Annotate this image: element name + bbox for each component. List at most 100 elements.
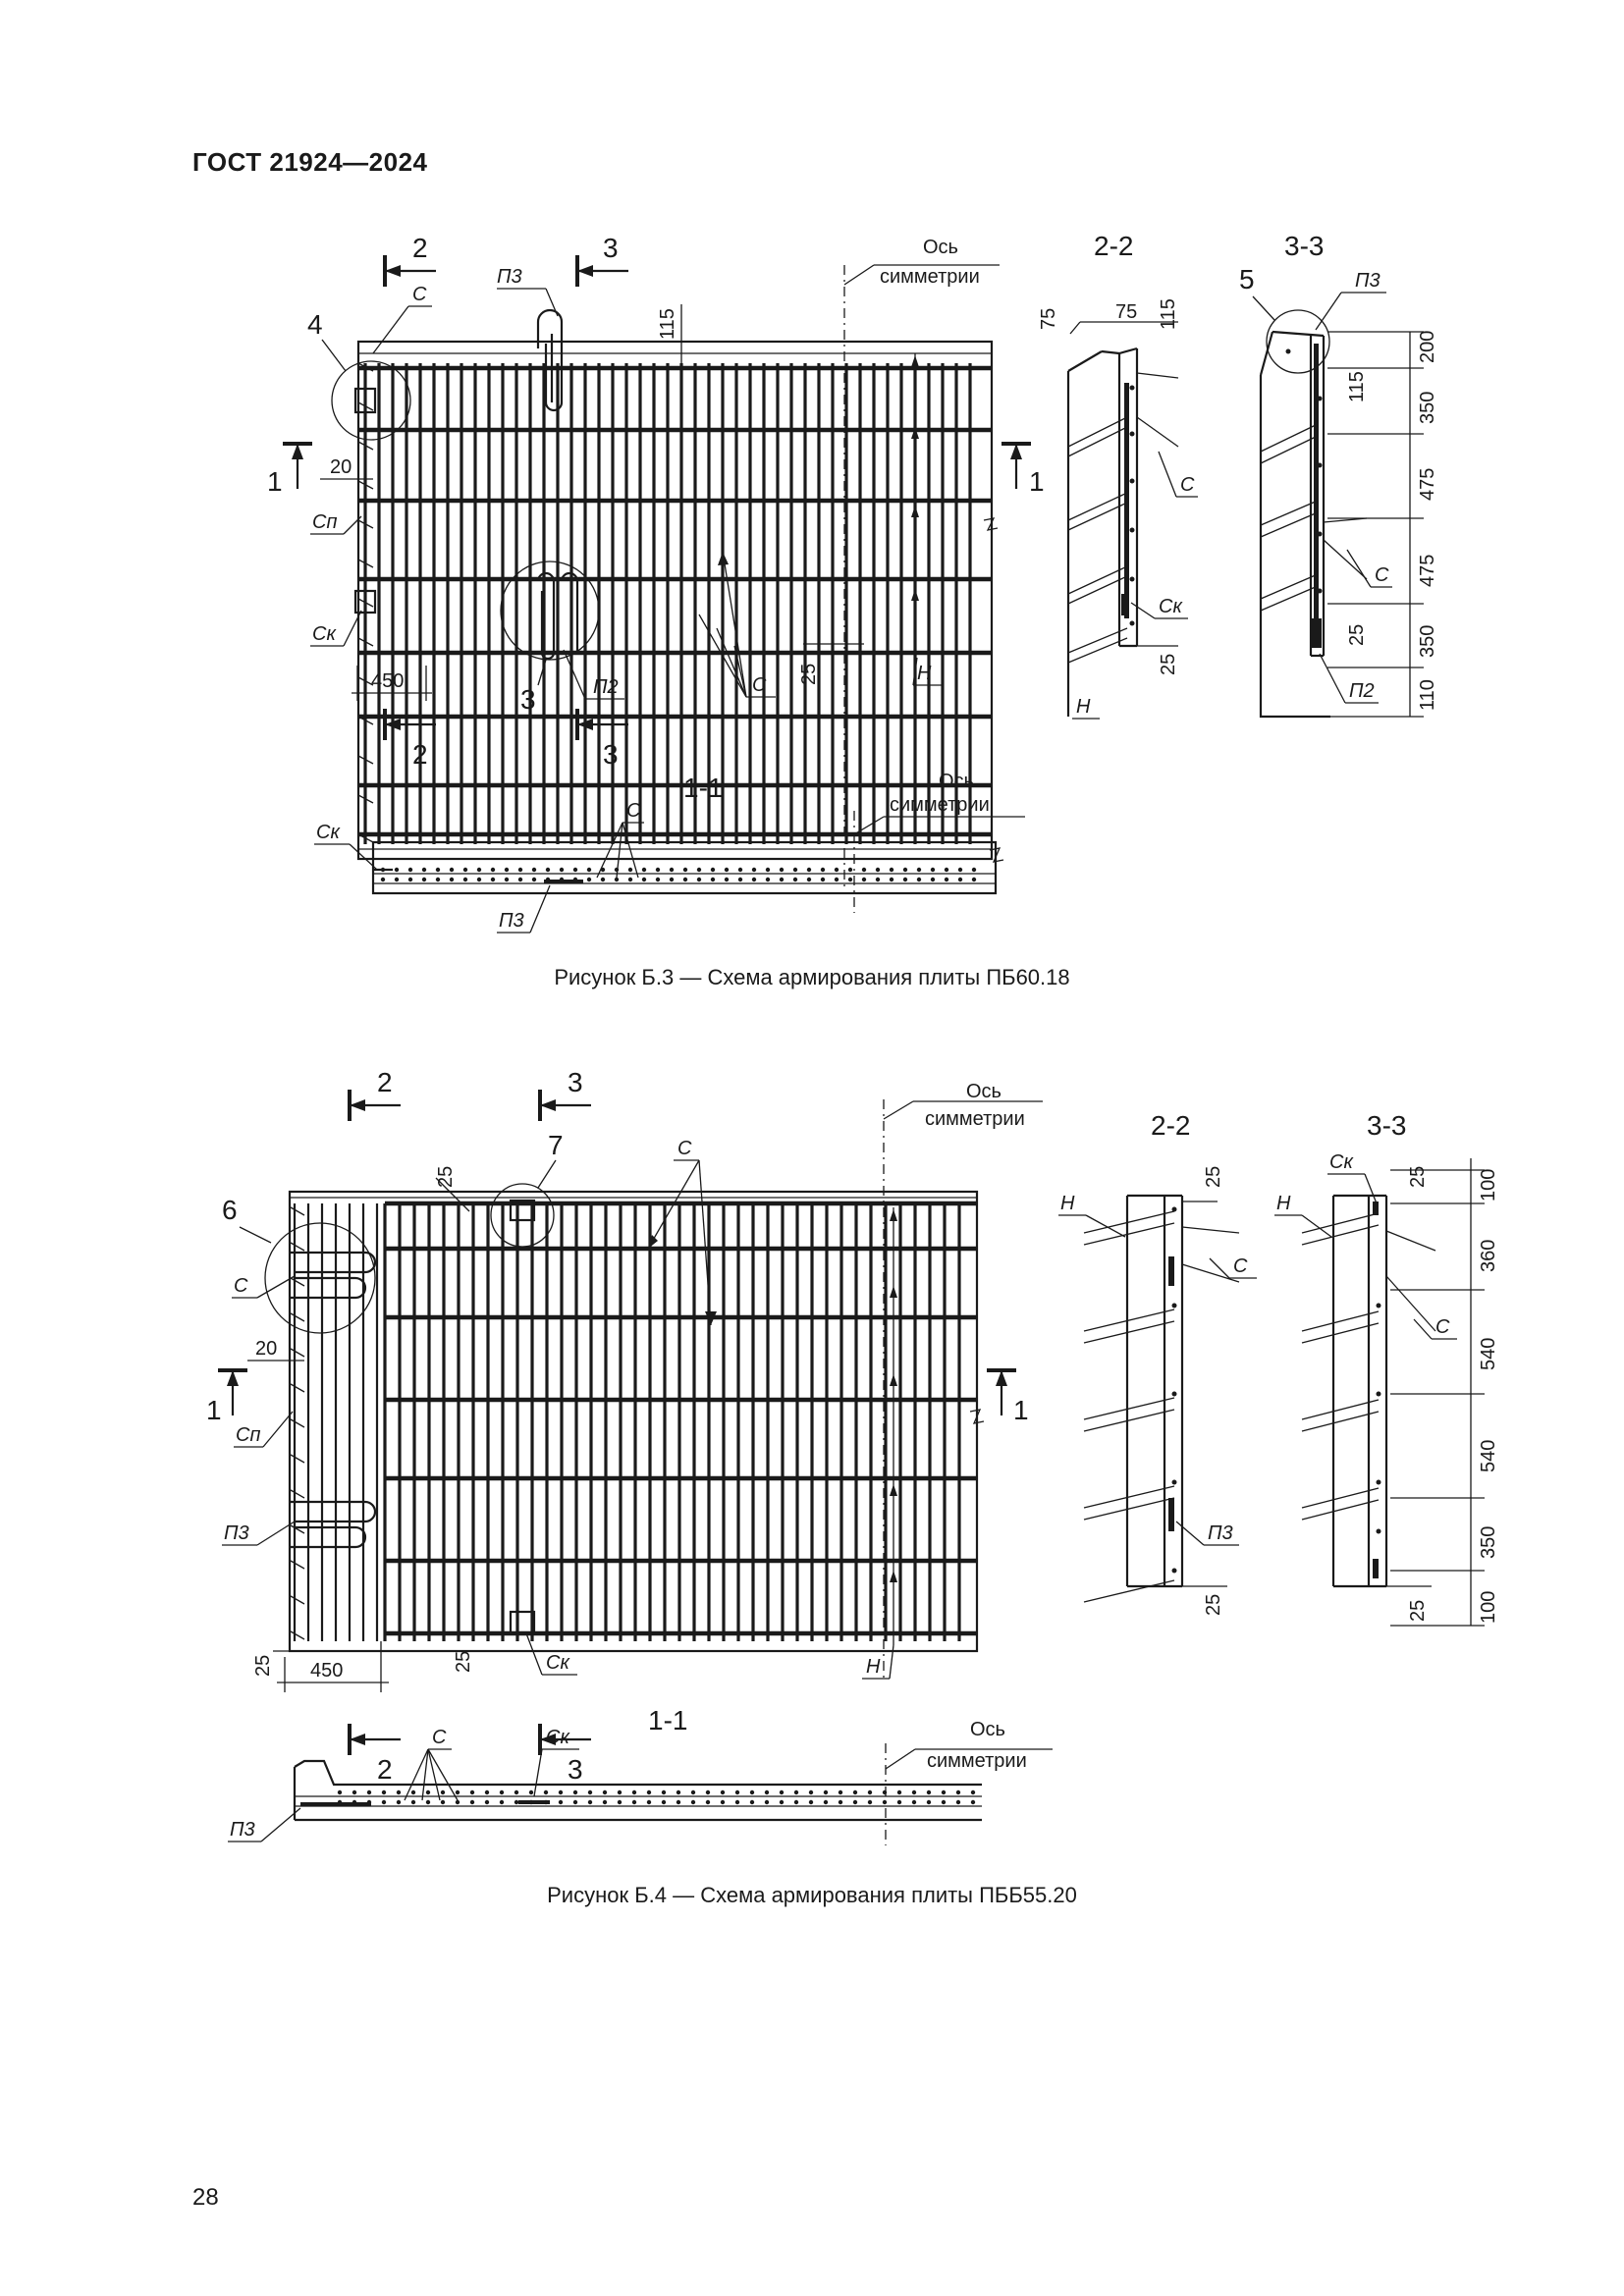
- rebar-dot: [396, 1789, 402, 1795]
- rebar-dot: [720, 1799, 726, 1805]
- rebar-dot: [617, 1789, 623, 1795]
- label-P2: П2: [593, 676, 619, 698]
- rebar-dot: [690, 1799, 696, 1805]
- rebar-dot: [587, 1799, 593, 1805]
- rebar-line: [357, 755, 374, 765]
- rebar-dot: [641, 867, 647, 873]
- rebar-dot: [641, 877, 647, 882]
- rebar-dots: [380, 867, 977, 882]
- label-H: Н: [1276, 1193, 1291, 1214]
- rebar-line: [357, 559, 374, 568]
- rebar-dot: [617, 1799, 623, 1805]
- rebar-dot: [517, 867, 523, 873]
- rebar-dot: [572, 1799, 578, 1805]
- rebar-dot: [514, 1789, 519, 1795]
- rebar-dot: [440, 1789, 446, 1795]
- rebar-dot: [407, 867, 413, 873]
- rebar-dot: [627, 867, 633, 873]
- rebar-dot: [425, 1789, 431, 1795]
- label-P3: П3: [224, 1522, 249, 1544]
- rebar-dot: [834, 867, 839, 873]
- rebar-dot: [970, 1799, 976, 1805]
- rebar-dot: [792, 867, 798, 873]
- rebar-dot: [381, 1799, 387, 1805]
- rebar-dot: [425, 1799, 431, 1805]
- rebar-dot: [631, 1789, 637, 1795]
- rebar-dot: [957, 867, 963, 873]
- section-mark-2: 2: [377, 1754, 393, 1785]
- rebar-line: [290, 1560, 305, 1570]
- rebar-dot: [779, 1799, 785, 1805]
- node-label-7: 7: [548, 1130, 564, 1160]
- rebar-dot: [455, 1799, 460, 1805]
- rebar-dot: [867, 1799, 873, 1805]
- rebar-dot: [484, 1799, 490, 1805]
- rebar-dot: [661, 1799, 667, 1805]
- section-title: 2-2: [1094, 231, 1133, 261]
- label-C: С: [677, 1138, 692, 1159]
- section-2-2-b4: 2-2 Н 25 С П3 25: [1058, 1110, 1257, 1616]
- rebar-dot: [944, 867, 949, 873]
- rebar-dot: [896, 1799, 902, 1805]
- rebar-dot: [889, 867, 894, 873]
- label-C: С: [432, 1727, 447, 1748]
- rebar-dot: [380, 877, 386, 882]
- rebar-dot: [669, 877, 675, 882]
- rebar-dot: [861, 877, 867, 882]
- rebar-grid: [290, 1201, 977, 1641]
- rebar-dot: [631, 1799, 637, 1805]
- rebar-dot: [682, 877, 688, 882]
- rebar-dot: [586, 877, 592, 882]
- label-Sk: Ск: [312, 623, 337, 645]
- rebar-dot: [926, 1799, 932, 1805]
- rebar-dot: [381, 1789, 387, 1795]
- rebar-dot: [765, 877, 771, 882]
- label-C: С: [1375, 564, 1389, 586]
- rebar-dot: [504, 877, 510, 882]
- rebar-dot: [737, 867, 743, 873]
- dim-75: 75: [1038, 308, 1059, 330]
- rebar-dot: [734, 1789, 740, 1795]
- rebar-grid: [357, 362, 992, 844]
- dim-75: 75: [1115, 301, 1137, 323]
- label-P3: П3: [1355, 270, 1380, 292]
- rebar-dot: [749, 1799, 755, 1805]
- rebar-dot: [455, 1789, 460, 1795]
- rebar-dot: [587, 1789, 593, 1795]
- label-Sk: Ск: [546, 1727, 570, 1748]
- rebar-dot: [793, 1789, 799, 1795]
- label-C: С: [752, 674, 767, 696]
- label-P3: П3: [497, 266, 522, 288]
- plan-view-b4: Ось симметрии 6 7 2 3 2 3 1: [206, 1067, 1043, 1785]
- rebar-line: [290, 1312, 305, 1322]
- dim-115: 115: [657, 308, 678, 340]
- axis-label: Ось: [939, 771, 974, 792]
- section-1-1-b4: 1-1 Ось симметрии С Ск П3: [228, 1705, 1053, 1845]
- rebar-dot: [352, 1789, 357, 1795]
- section-mark-1: 1: [1013, 1395, 1029, 1425]
- section-title: 3-3: [1367, 1110, 1406, 1141]
- rebar-dot: [751, 867, 757, 873]
- rebar-dot: [941, 1789, 947, 1795]
- rebar-dot: [820, 877, 826, 882]
- figure-b4-drawing: Ось симметрии 6 7 2 3 2 3 1: [206, 1067, 1499, 1845]
- rebar-dot: [792, 877, 798, 882]
- rebar-dot: [449, 867, 455, 873]
- label-P3: П3: [499, 910, 524, 932]
- rebar-dot: [916, 877, 922, 882]
- label-Sk: Ск: [316, 822, 341, 843]
- rebar-dot: [861, 867, 867, 873]
- dim-25: 25: [1407, 1166, 1429, 1188]
- rebar-dot: [875, 877, 881, 882]
- rebar-dot: [559, 867, 565, 873]
- dim-115: 115: [1346, 371, 1368, 402]
- axis-label: симметрии: [927, 1750, 1027, 1772]
- rebar-dot: [737, 877, 743, 882]
- dim-value: 200: [1417, 331, 1438, 363]
- rebar-dot: [435, 877, 441, 882]
- rebar-dot: [558, 1799, 564, 1805]
- rebar-dot: [749, 1789, 755, 1795]
- rebar-line: [290, 1454, 305, 1464]
- label-C: С: [626, 800, 641, 822]
- rebar-dot: [517, 877, 523, 882]
